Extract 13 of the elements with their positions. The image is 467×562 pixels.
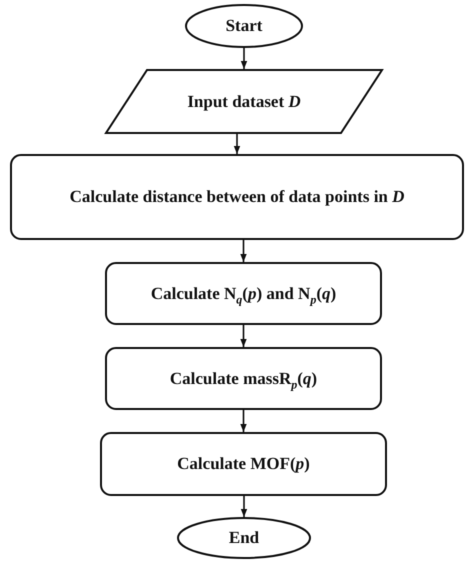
step-label: Calculate massR$_{p}$(q): [170, 368, 318, 388]
step-label: End: [228, 528, 260, 548]
step-label: Input dataset D: [187, 92, 301, 112]
arrow: [240, 496, 248, 517]
step-label: Calculate MOF(p): [177, 454, 310, 474]
arrow: [240, 48, 248, 69]
arrow: [240, 325, 247, 347]
step-label: Start: [226, 16, 262, 36]
step-label: Calculate distance between of data points in D: [70, 187, 404, 207]
step-label: Calculate N$_{q}$(p) and N$_{p}$(q): [150, 284, 336, 304]
arrow: [240, 240, 247, 262]
arrow: [234, 134, 240, 154]
arrow: [240, 410, 247, 432]
